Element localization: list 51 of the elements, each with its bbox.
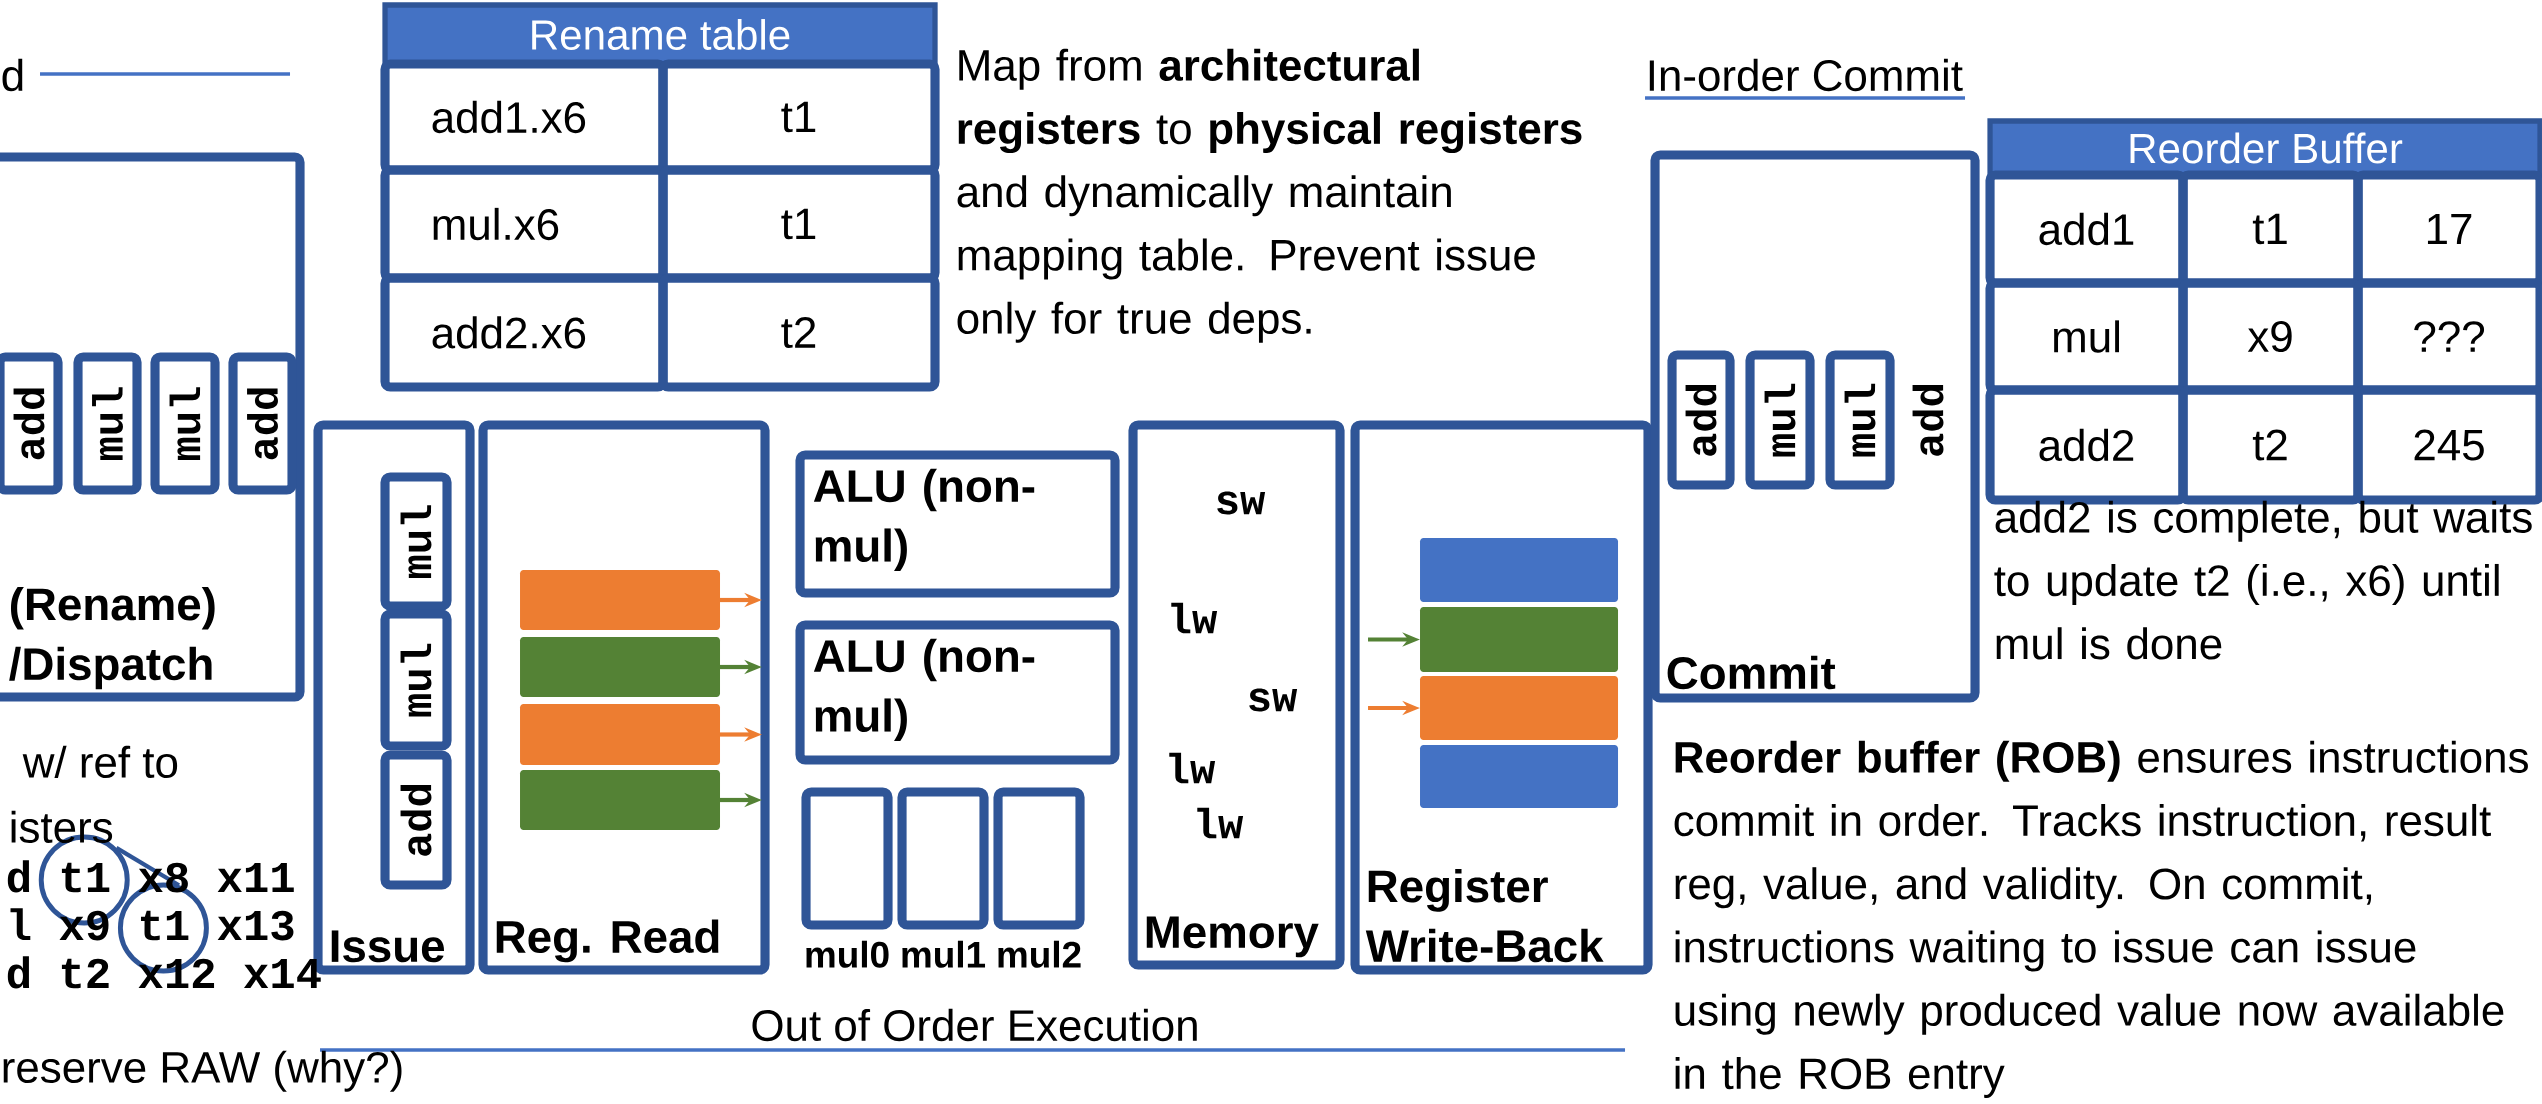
- table-cell: mul: [1985, 278, 2188, 395]
- table-cell: x9: [2178, 278, 2363, 395]
- register-bar: [1420, 676, 1619, 740]
- table-cell: add1.x6: [380, 59, 668, 175]
- section-label: Out of Order Execution: [752, 1008, 1197, 1042]
- table-header: Rename table: [382, 2, 938, 67]
- note-text: Map from architectural registers to physical registers and dynamically maintain mapping table. Prevent issue only for true deps.: [957, 48, 1582, 343]
- text-label: reserve RAW (why?): [3, 1050, 402, 1092]
- register-bar: [1420, 607, 1619, 672]
- register-bar: [520, 770, 720, 830]
- register-bar: [520, 570, 720, 630]
- table-cell: mul.x6: [380, 165, 668, 283]
- alu-box: ALU (non-mul): [795, 450, 1120, 598]
- note-text: Reorder buffer (ROB) ensures instructions commit in order. Tracks instruction, result reg, value, and validity. On commit, instructions waiting to issue can issue using newly produced value now available in the ROB entry: [1674, 740, 2528, 1098]
- register-bar: [1420, 745, 1619, 808]
- table-cell: 17: [2353, 170, 2542, 288]
- table-cell: add1: [1985, 170, 2188, 288]
- register-bar: [1420, 538, 1619, 602]
- instruction-box: mul: [150, 352, 220, 495]
- node-label: mul0: [806, 940, 889, 968]
- table-cell: t1: [658, 165, 940, 283]
- alu-box: ALU (non-mul): [795, 620, 1120, 765]
- instruction-box: mul: [380, 609, 452, 751]
- stage-box: sw lw sw lw lw Memory: [1128, 420, 1345, 970]
- table-cell: t1: [658, 59, 940, 175]
- instruction-box: add: [1667, 350, 1735, 490]
- multiplier-box: mul2: [993, 787, 1085, 968]
- node-label: mul2: [998, 940, 1081, 968]
- instruction-box: mul: [1745, 350, 1815, 490]
- instruction-box: add: [0, 352, 63, 495]
- instruction-box: add: [228, 352, 297, 495]
- table-cell: t1: [2178, 170, 2363, 288]
- table-cell: t2: [658, 273, 940, 392]
- stage-box: Register Write-Back: [1350, 420, 1653, 975]
- text-label: isters: [11, 810, 113, 843]
- multiplier-box: mul0: [801, 787, 893, 968]
- instruction-box: mul: [380, 472, 452, 611]
- register-bar: [520, 704, 720, 765]
- table-cell: add2.x6: [380, 273, 668, 392]
- text-label: In-order Commit: [1649, 58, 1963, 92]
- instruction-box: add: [380, 750, 452, 890]
- multiplier-box: mul1: [897, 787, 989, 968]
- node-label: mul1: [902, 940, 986, 968]
- table-cell: ???: [2353, 278, 2542, 395]
- instruction-box: mul: [73, 352, 142, 495]
- table-header: Reorder Buffer: [1987, 118, 2542, 178]
- register-bar: [520, 637, 720, 697]
- text-label: w/ ref to: [22, 745, 178, 778]
- instruction-box: mul: [1825, 350, 1895, 490]
- text-label: d: [2, 58, 23, 92]
- stage-box: Reg. Read: [478, 420, 770, 975]
